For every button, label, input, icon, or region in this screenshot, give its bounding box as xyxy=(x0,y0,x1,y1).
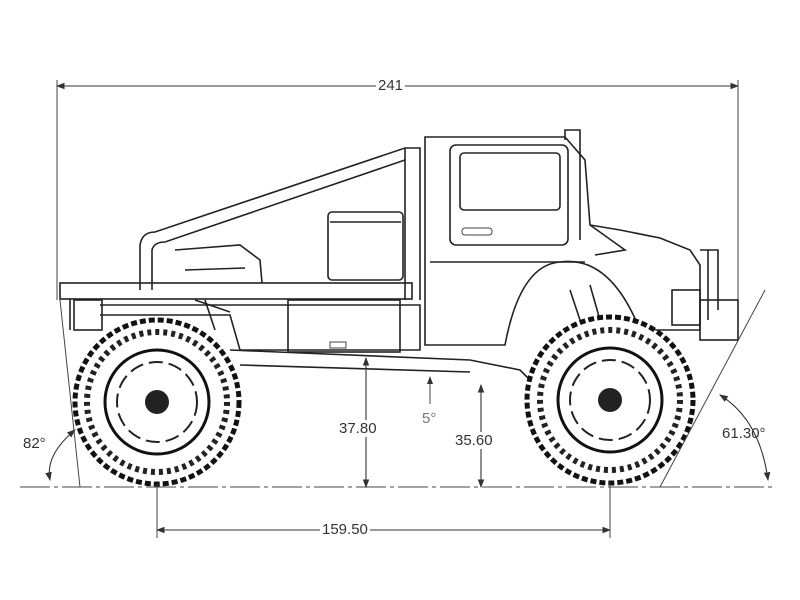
overall-length-label: 241 xyxy=(376,77,406,94)
breakover-angle-label: 5° xyxy=(422,410,437,427)
ground-clearance-axle-label: 35.60 xyxy=(453,432,495,449)
overall-length-dimension xyxy=(55,80,740,320)
approach-angle-label: 61.30° xyxy=(722,425,766,442)
rear-wheel xyxy=(72,317,242,487)
ground-clearance-mid-label: 37.80 xyxy=(337,420,379,437)
departure-angle-label: 82° xyxy=(23,435,46,452)
front-wheel xyxy=(524,314,696,486)
truck-body xyxy=(59,129,739,381)
wheelbase-label: 159.50 xyxy=(320,521,370,538)
